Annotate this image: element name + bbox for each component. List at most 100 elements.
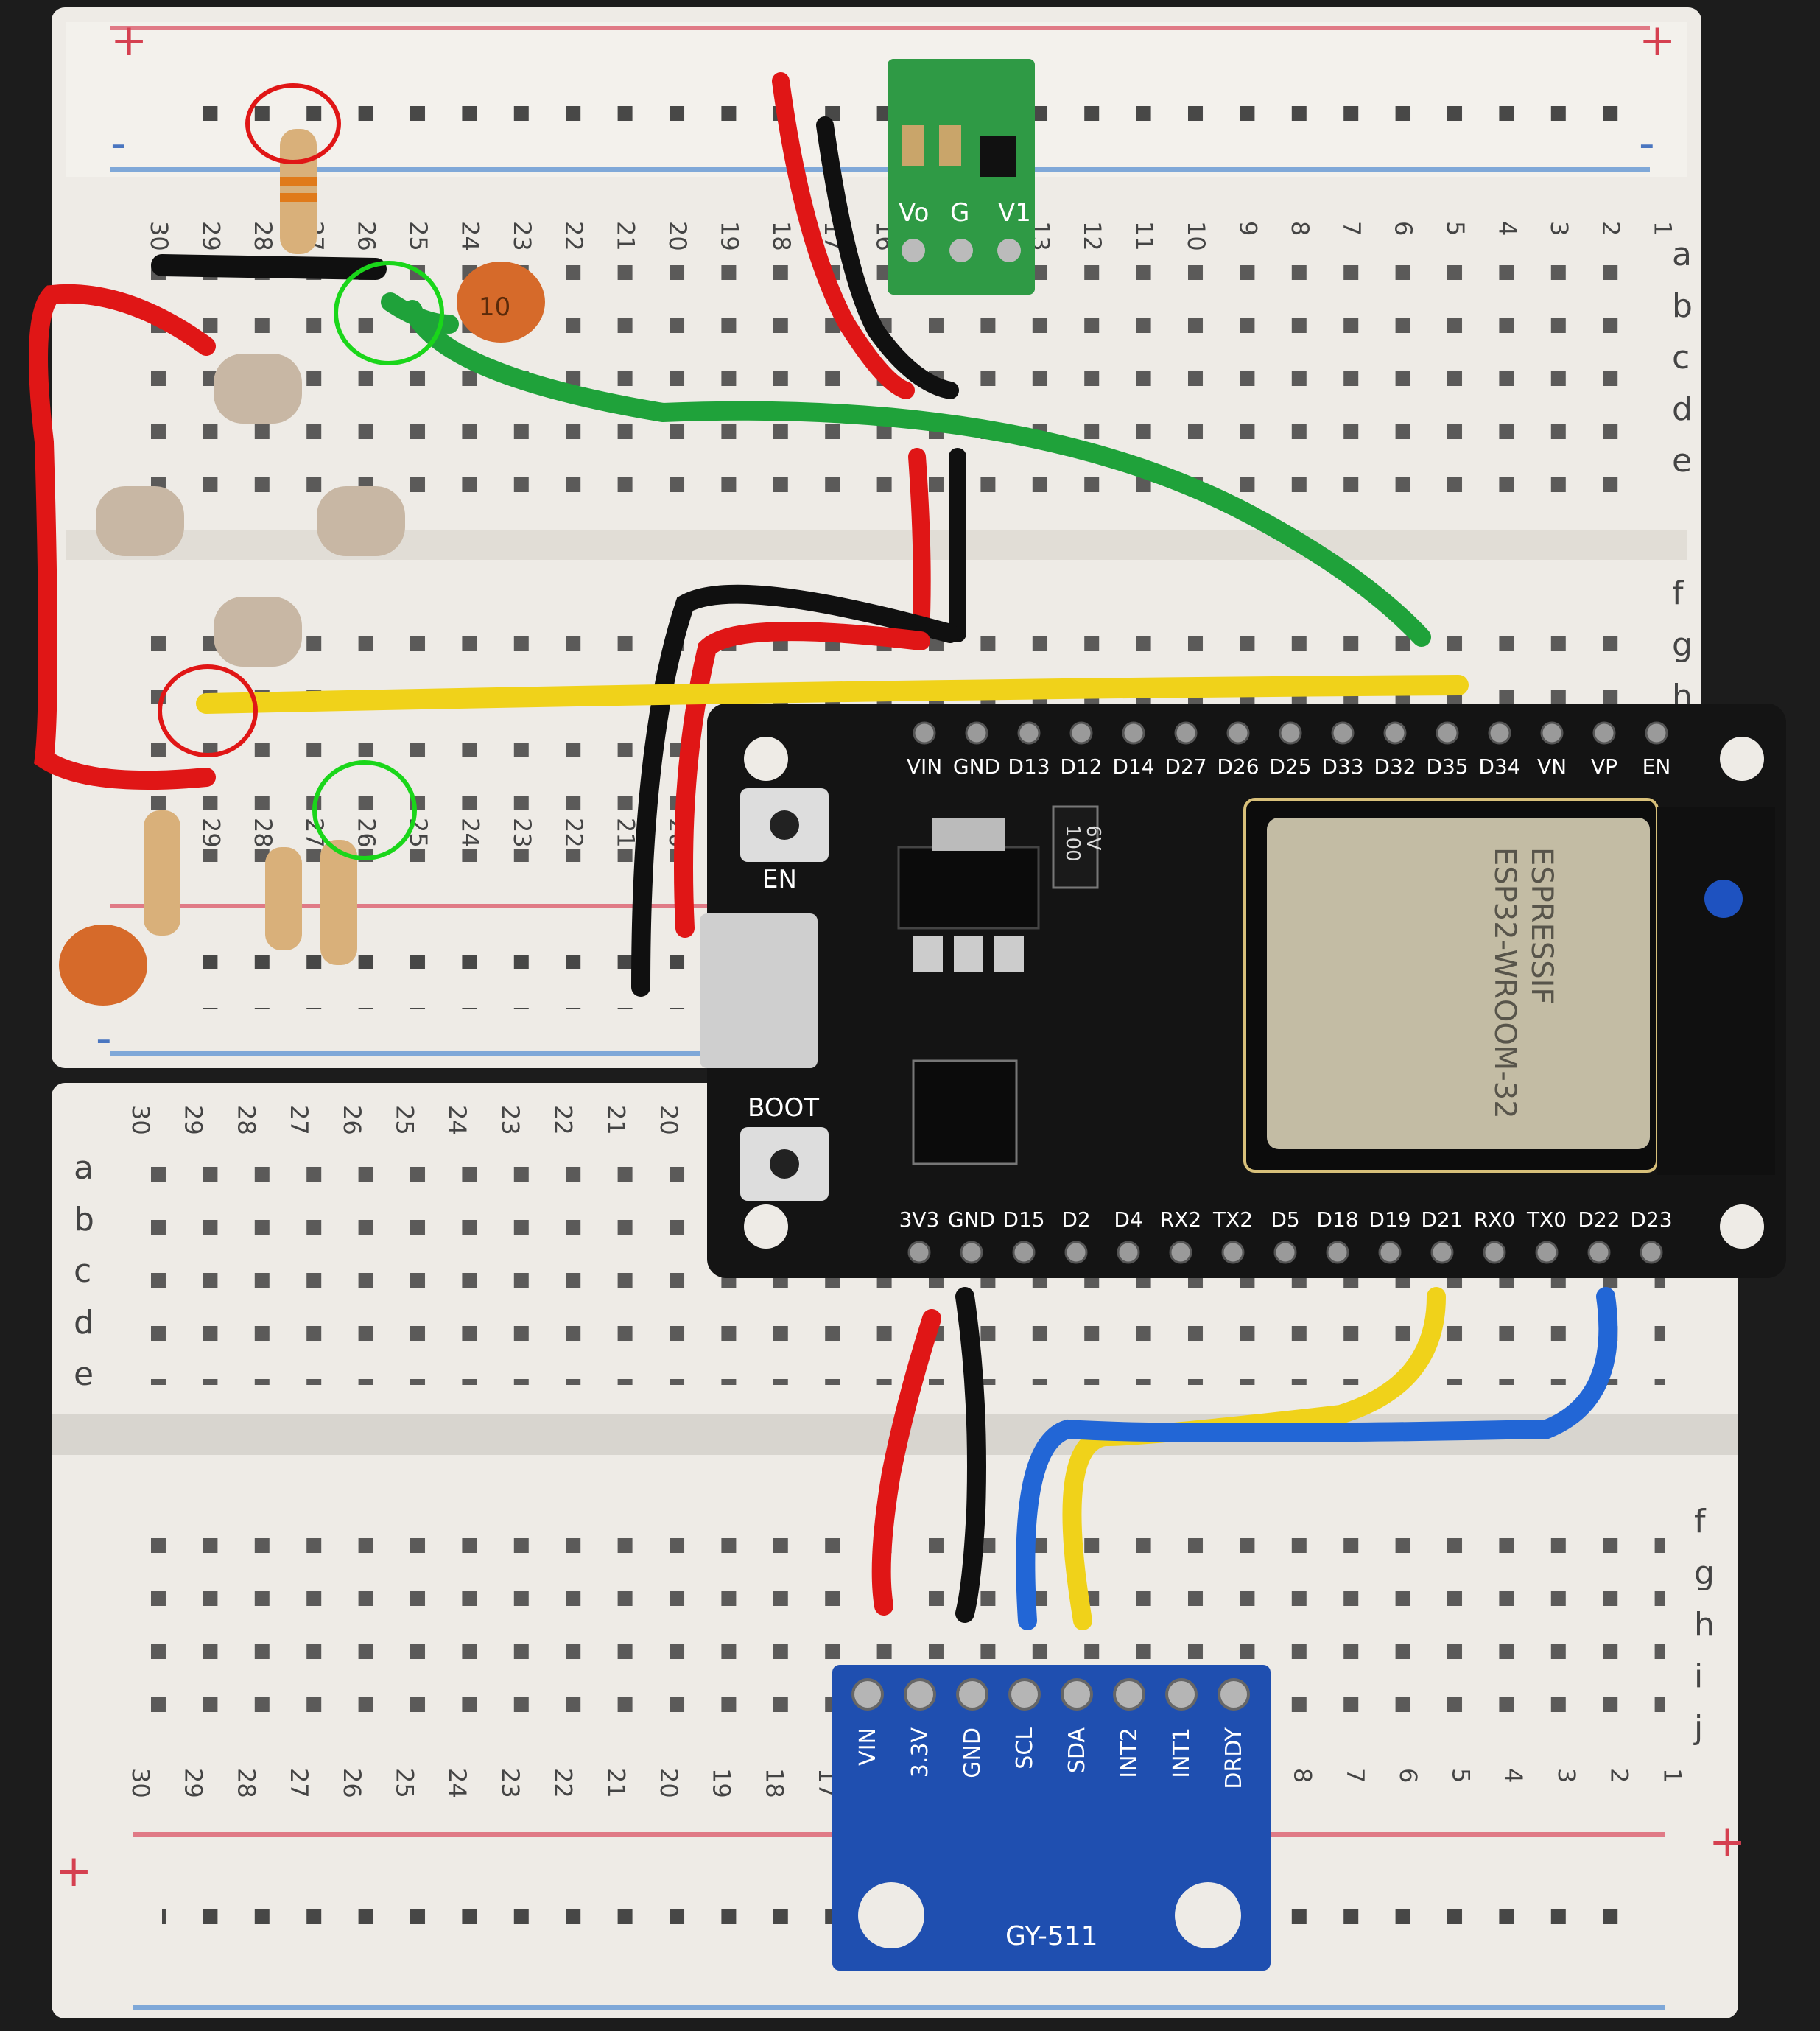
column-number: 23 [496, 1768, 524, 1798]
esp32-mount-hole-tl [744, 737, 788, 781]
highlight-circle-red-yellow-wire [158, 664, 258, 757]
esp32-top-pin-label-gnd: GND [953, 754, 1000, 779]
rail-plus-right: + [1639, 15, 1676, 66]
wire-black-jumper [151, 254, 387, 280]
row-letter-j-2: j [1693, 1709, 1703, 1747]
esp32-bottom-pin-label-d2: D2 [1061, 1207, 1090, 1232]
esp32-top-pin-d34 [1488, 721, 1511, 745]
imu-pin-drdy [1218, 1678, 1250, 1711]
wire-red-esp [674, 622, 930, 938]
wire-red-regulator [772, 72, 915, 399]
imu-pin-int2 [1113, 1678, 1145, 1711]
esp32-bottom-pin-label-tx0: TX0 [1526, 1207, 1567, 1232]
imu-pin-int1 [1165, 1678, 1198, 1711]
column-number: 29 [197, 818, 225, 848]
esp32-top-pin-d33 [1331, 721, 1355, 745]
capacitor-bottom [59, 925, 147, 1006]
imu-pin-label-vin: VIN [855, 1727, 881, 1766]
column-number: 23 [496, 1105, 524, 1135]
wire-blue-imu-scl [1016, 1287, 1618, 1630]
column-number: 8 [1288, 1768, 1316, 1783]
tantalum-capacitor [1052, 805, 1099, 889]
esp32-top-pin-label-d35: D35 [1426, 754, 1468, 779]
ldr-2 [96, 486, 184, 556]
resistor-band-1 [280, 177, 317, 186]
esp32-top-pin-label-vn: VN [1537, 754, 1567, 779]
imu-pin-label-gnd: GND [960, 1727, 985, 1778]
esp32-bottom-pin-label-d4: D4 [1114, 1207, 1142, 1232]
column-number: 28 [249, 818, 277, 848]
esp32-top-pin-d26 [1226, 721, 1250, 745]
row-letter-f-2: f [1694, 1503, 1707, 1540]
resistor-band-2 [280, 193, 317, 202]
row-letter-c: c [1672, 339, 1690, 376]
highlight-circle-red-resistor [245, 83, 341, 164]
esp32-bottom-pin-gnd [960, 1241, 983, 1264]
esp32-bottom-pin-label-d23: D23 [1630, 1207, 1672, 1232]
row-letters-bottom: a b c d e f g h i j [74, 1149, 1715, 1747]
esp32-module-brand: ESPRESSIF [1525, 847, 1559, 1004]
esp32-bottom-pin-label-tx2: TX2 [1212, 1207, 1253, 1232]
esp32-top-pin-label-d14: D14 [1112, 754, 1154, 779]
esp32-module-name: ESP32-WROOM-32 [1488, 847, 1522, 1119]
esp32-top-pin-label-d25: D25 [1269, 754, 1311, 779]
esp32-bottom-pin-label-gnd: GND [948, 1207, 995, 1232]
column-number: 4 [1500, 1768, 1528, 1783]
center-channel-top [66, 530, 1687, 560]
esp32-bottom-pin-label-3v3: 3V3 [899, 1207, 940, 1232]
column-number: 18 [760, 1768, 788, 1798]
column-number: 26 [353, 818, 381, 848]
column-number: 24 [443, 1768, 471, 1798]
imu-pin-label-scl: SCL [1012, 1727, 1038, 1769]
column-number: 21 [602, 1105, 630, 1135]
column-number: 5 [1441, 221, 1469, 236]
wire-black-esp-vin [631, 584, 960, 997]
components: 10 [59, 129, 545, 1006]
highlight-annotations [158, 83, 444, 860]
esp32-top-pin-label-d34: D34 [1478, 754, 1520, 779]
row-letter-e: e [1672, 442, 1692, 480]
esp32-bottom-pin-d18 [1326, 1241, 1349, 1264]
column-number: 25 [391, 1768, 419, 1798]
column-number: 29 [180, 1105, 208, 1135]
wire-green-signal [403, 300, 1431, 647]
esp32-bottom-pin-label-d22: D22 [1578, 1207, 1620, 1232]
en-button-cap[interactable] [770, 810, 799, 840]
column-number: 21 [612, 221, 640, 251]
esp32-bottom-pin-d21 [1430, 1241, 1454, 1264]
boot-button-cap[interactable] [770, 1149, 799, 1179]
imu-pin-label-int2: INT2 [1117, 1727, 1142, 1778]
wire-red-imu-vin [871, 1309, 941, 1616]
rail-plus-left: + [110, 15, 147, 66]
esp32-bottom-pin-rx0 [1483, 1241, 1506, 1264]
row-letter-d-2: d [74, 1304, 94, 1341]
micro-usb-port[interactable] [700, 913, 818, 1068]
imu-pcb [832, 1665, 1271, 1971]
column-number: 27 [285, 1105, 313, 1135]
esp32-bottom-pin-label-d5: D5 [1271, 1207, 1299, 1232]
en-button-label: EN [762, 865, 797, 894]
resistor-top [280, 129, 317, 254]
highlight-circle-green-capacitor [334, 261, 444, 365]
column-number: 20 [664, 221, 692, 251]
row-letter-g: g [1672, 626, 1693, 664]
reg-pin-3 [994, 936, 1024, 972]
rail-minus-mid: - [96, 1013, 112, 1064]
row-letter-c-2: c [74, 1252, 91, 1290]
esp32-bottom-pin-d22 [1587, 1241, 1611, 1264]
row-letter-e-2: e [74, 1355, 94, 1393]
column-number: 10 [1182, 221, 1210, 251]
row-letter-i-2: i [1694, 1658, 1703, 1695]
esp32-top-pin-vp [1592, 721, 1616, 745]
esp32-top-pin-d12 [1069, 721, 1093, 745]
esp32-top-pin-d32 [1383, 721, 1407, 745]
esp32-antenna-area [1657, 807, 1775, 1175]
reg-pin-1 [913, 936, 943, 972]
esp32-bottom-pin-d2 [1064, 1241, 1088, 1264]
row-letter-d: d [1672, 390, 1693, 428]
wires [29, 72, 1618, 1630]
column-number: 22 [560, 818, 588, 848]
boot-button-label: BOOT [748, 1093, 819, 1123]
column-number: 22 [549, 1105, 577, 1135]
